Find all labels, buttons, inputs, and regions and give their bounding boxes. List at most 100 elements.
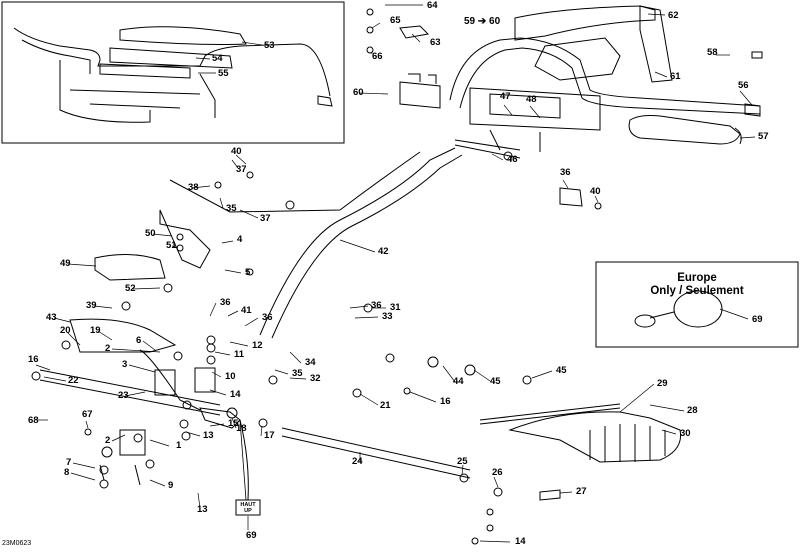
callout-35: 35 bbox=[292, 368, 303, 379]
callout-32: 32 bbox=[310, 373, 321, 384]
leader-line bbox=[93, 305, 113, 309]
callout-24: 24 bbox=[352, 456, 363, 467]
leader-line bbox=[461, 464, 464, 476]
leader-line bbox=[562, 179, 569, 189]
callout-57: 57 bbox=[758, 131, 769, 142]
leader-line bbox=[53, 317, 71, 323]
leader-line bbox=[235, 154, 247, 165]
leader-line bbox=[35, 364, 51, 371]
callout-50: 50 bbox=[145, 228, 156, 239]
callout-8: 8 bbox=[64, 467, 69, 478]
leader-line bbox=[647, 13, 666, 16]
leader-line bbox=[85, 420, 89, 429]
leader-line bbox=[67, 263, 97, 267]
leader-line bbox=[739, 90, 753, 106]
leader-line bbox=[111, 348, 161, 353]
callout-53: 53 bbox=[264, 40, 275, 51]
inset-title-line1: Europe bbox=[677, 272, 717, 284]
callout-1: 1 bbox=[176, 440, 182, 451]
callout-67: 67 bbox=[82, 409, 93, 420]
leader-line bbox=[209, 302, 217, 317]
leader-line bbox=[359, 393, 379, 406]
callout-11: 11 bbox=[234, 349, 245, 360]
callout-16: 16 bbox=[28, 354, 39, 365]
callout-42: 42 bbox=[378, 246, 389, 257]
callout-61: 61 bbox=[670, 71, 681, 82]
handlebar-pad-inset bbox=[1, 1, 345, 144]
callout-71: 71 bbox=[0, 0, 11, 3]
leader-line bbox=[191, 185, 211, 189]
leader-line bbox=[473, 369, 491, 382]
callout-69: 69 bbox=[246, 530, 257, 541]
leader-line bbox=[195, 57, 211, 60]
horn-drawing bbox=[634, 290, 723, 328]
leader-line bbox=[244, 317, 259, 327]
leader-line bbox=[149, 479, 166, 487]
callout-25: 25 bbox=[457, 456, 468, 467]
callout-48: 48 bbox=[526, 94, 537, 105]
leader-line bbox=[70, 472, 96, 481]
callout-31: 31 bbox=[390, 302, 401, 313]
leader-line bbox=[221, 240, 234, 244]
leader-line bbox=[491, 153, 504, 161]
callout-13: 13 bbox=[197, 504, 208, 515]
leader-line bbox=[152, 233, 173, 237]
leader-line bbox=[241, 41, 263, 46]
callout-27: 27 bbox=[576, 486, 587, 497]
callout-2: 2 bbox=[105, 343, 110, 354]
callout-55: 55 bbox=[218, 68, 229, 79]
callout-68: 68 bbox=[28, 415, 39, 426]
leader-line bbox=[493, 476, 499, 488]
callout-39: 39 bbox=[86, 300, 97, 311]
callout-43: 43 bbox=[46, 312, 57, 323]
handlebar-pad-drawing bbox=[13, 26, 333, 123]
leader-line bbox=[224, 269, 242, 274]
leader-line bbox=[479, 540, 511, 543]
leader-line bbox=[411, 33, 421, 43]
callout-46: 46 bbox=[507, 154, 518, 165]
leader-line bbox=[409, 391, 437, 403]
callout-16: 16 bbox=[440, 396, 451, 407]
callout-20: 20 bbox=[60, 325, 71, 336]
leader-line bbox=[149, 439, 170, 447]
callout-numbers: 1223456789101112131314141516161718192021… bbox=[0, 0, 769, 547]
callout-52: 52 bbox=[125, 283, 136, 294]
leader-line bbox=[97, 330, 113, 341]
leader-line bbox=[358, 92, 389, 95]
part-range-label: 59 ➔ 60 bbox=[464, 16, 501, 27]
callout-45: 45 bbox=[556, 365, 567, 376]
callout-36: 36 bbox=[560, 167, 571, 178]
callout-37: 37 bbox=[260, 213, 271, 224]
leader-line bbox=[67, 332, 81, 346]
leader-line bbox=[661, 429, 677, 435]
callout-33: 33 bbox=[382, 311, 393, 322]
leader-line bbox=[197, 492, 201, 509]
callout-44: 44 bbox=[453, 376, 464, 387]
leader-line bbox=[274, 369, 289, 375]
leader-line bbox=[559, 491, 573, 494]
callout-14: 14 bbox=[230, 389, 241, 400]
stamp-box bbox=[235, 499, 261, 516]
callout-70: 70 bbox=[0, 0, 11, 3]
callout-56: 56 bbox=[738, 80, 749, 91]
callout-51: 51 bbox=[166, 240, 177, 251]
leader-line bbox=[171, 245, 179, 249]
leader-line bbox=[654, 71, 668, 78]
steering-column-drawing bbox=[39, 147, 471, 501]
leader-line bbox=[231, 159, 239, 169]
leader-line bbox=[111, 434, 126, 442]
callout-9: 9 bbox=[168, 480, 173, 491]
callout-35: 35 bbox=[226, 203, 237, 214]
europe-only-inset bbox=[595, 261, 799, 348]
callout-3: 3 bbox=[122, 359, 127, 370]
callout-21: 21 bbox=[380, 400, 391, 411]
leader-line bbox=[227, 310, 239, 317]
callout-15: 15 bbox=[228, 418, 239, 429]
callout-62: 62 bbox=[668, 10, 679, 21]
callout-40: 40 bbox=[231, 146, 242, 157]
callout-36: 36 bbox=[262, 312, 273, 323]
callout-58: 58 bbox=[707, 47, 718, 58]
callout-41: 41 bbox=[241, 305, 252, 316]
